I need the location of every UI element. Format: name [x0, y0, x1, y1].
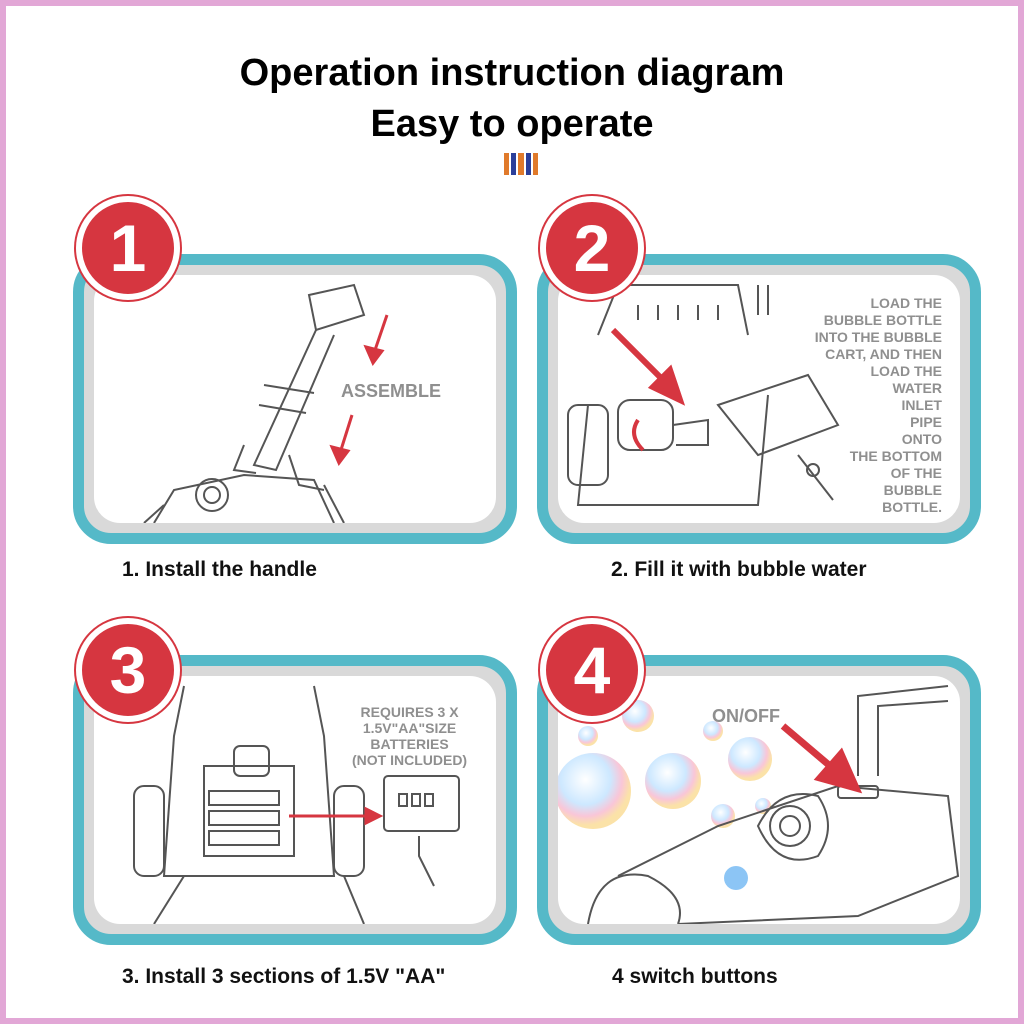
page-subtitle: Easy to operate [370, 103, 654, 145]
handle-assembly-drawing [143, 283, 389, 523]
step-3-badge: 3 [76, 618, 180, 722]
bubble-bottle-drawing [567, 284, 840, 506]
step-4-illustration: ON/OFF [558, 676, 960, 924]
page-title: Operation instruction diagram [239, 52, 785, 94]
battery-compartment-drawing [133, 685, 460, 924]
step-4-caption: 4 switch buttons [612, 965, 778, 988]
bubbles [558, 700, 772, 829]
step-4-badge: 4 [540, 618, 644, 722]
step-2-caption: 2. Fill it with bubble water [611, 558, 867, 581]
assemble-label: ASSEMBLE [341, 381, 442, 401]
step-4-panel: ON/OFF [537, 655, 981, 945]
decorative-stripes [504, 153, 539, 175]
step-1-panel: ASSEMBLE [73, 254, 517, 544]
step-2-badge: 2 [540, 196, 644, 300]
step-1-caption: 1. Install the handle [122, 558, 317, 581]
step-1-badge: 1 [76, 196, 180, 300]
step-1-illustration: ASSEMBLE [94, 275, 496, 523]
on-off-label: ON/OFF [712, 706, 780, 726]
bubble-machine-drawing [558, 685, 960, 924]
step-3-caption: 3. Install 3 sections of 1.5V "AA" [122, 965, 446, 988]
